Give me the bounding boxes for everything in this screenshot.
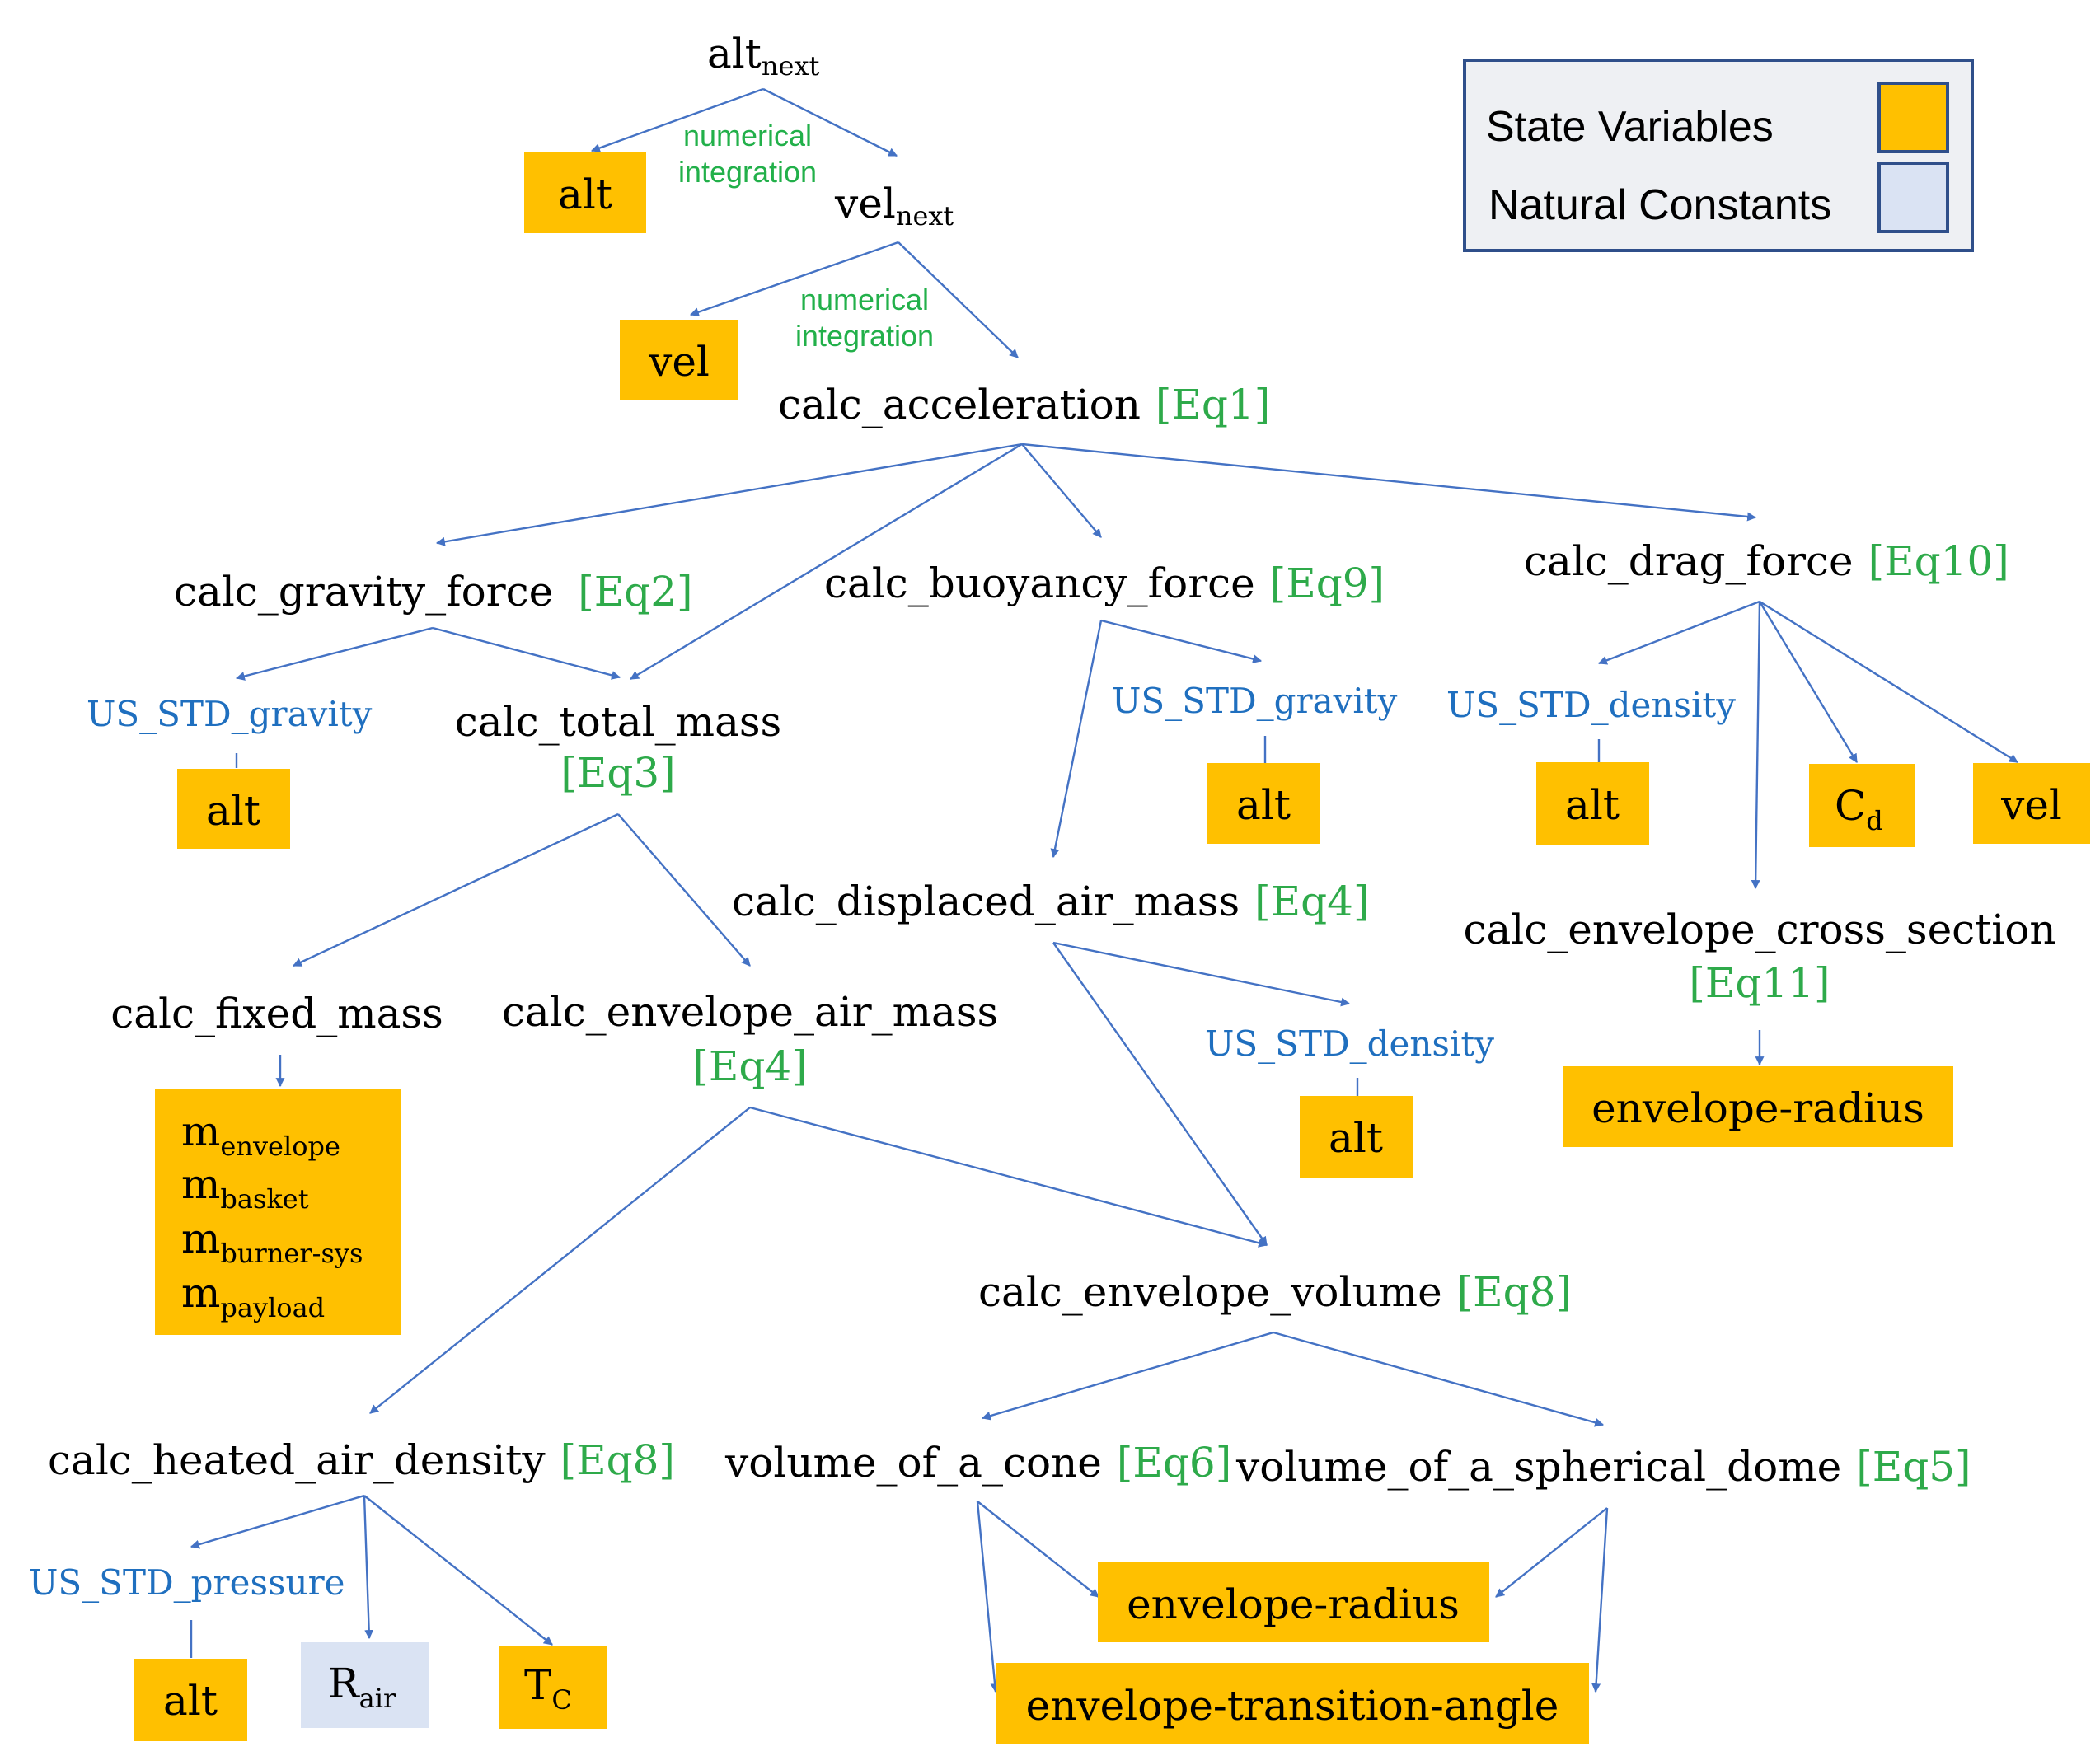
alt-drag-box: [1536, 762, 1649, 845]
alt-gravity-box: [177, 769, 290, 849]
edge-acceleration-totalmass: [630, 443, 1023, 681]
envelope-radius-label-2: envelope-radius: [1127, 1580, 1460, 1628]
edge-envelopevolume-dome: [1273, 1331, 1605, 1427]
envelope-radius-box-1: [1563, 1066, 1953, 1147]
edge-heateddensity-usstdpressure: [190, 1494, 365, 1549]
alt-displaced-box: [1300, 1096, 1413, 1178]
r-air-label: Rair: [328, 1660, 396, 1714]
calc-drag-force-node: calc_drag_force[Eq10]: [1524, 537, 2009, 585]
vel-drag-label: vel: [2000, 781, 2062, 829]
edge-drag-cd: [1758, 601, 1859, 763]
alt-buoyancy-box: [1207, 763, 1320, 844]
calc-gravity-force-node: calc_gravity_force[Eq2]: [174, 568, 693, 616]
vel-state-label: vel: [648, 338, 710, 386]
calc-buoyancy-force-node: calc_buoyancy_force[Eq9]: [824, 560, 1385, 607]
envelope-radius-box-2: [1098, 1562, 1489, 1642]
alt-buoyancy-label: alt: [1236, 781, 1291, 829]
edge-totalmass-fixedmass: [293, 812, 619, 967]
m-payload-label: mpayload: [181, 1269, 325, 1323]
envelope-transition-angle-label: envelope-transition-angle: [1026, 1682, 1559, 1730]
alt-state-label: alt: [558, 171, 612, 218]
fixed-mass-box: [155, 1089, 401, 1335]
calc-heated-air-density-node: calc_heated_air_density[Eq8]: [48, 1436, 675, 1484]
edge-acceleration-gravity: [435, 443, 1023, 546]
edge-buoyancy-usstdgravity: [1100, 619, 1263, 663]
calc-envelope-volume-node: calc_envelope_volume[Eq8]: [978, 1268, 1572, 1316]
legend-constant-label: Natural Constants: [1488, 181, 1831, 229]
edge-buoyancy-displaced: [1050, 620, 1103, 859]
edge-altnext-velnext: [762, 87, 898, 157]
us-std-density-constant-2: US_STD_density: [1205, 1023, 1494, 1064]
vel-next-label: velnext: [834, 180, 954, 232]
us-std-density-constant-1: US_STD_density: [1446, 685, 1736, 725]
calc-acceleration-node: calc_acceleration[Eq1]: [778, 381, 1270, 428]
cd-state-label: Cd: [1835, 782, 1883, 836]
us-std-pressure-constant: US_STD_pressure: [29, 1562, 345, 1603]
edge-cone-transition: [976, 1501, 1000, 1693]
edge-drag-vel: [1759, 600, 2018, 764]
t-c-state-box: [499, 1646, 607, 1729]
legend-constant-swatch: [1877, 162, 1949, 233]
alt-gravity-label: alt: [206, 787, 260, 835]
calc-envelope-cross-section-eq: [Eq11]: [1689, 959, 1830, 1007]
envelope-radius-label-1: envelope-radius: [1591, 1084, 1924, 1132]
envelope-transition-angle-box: [996, 1663, 1589, 1744]
edge-acceleration-drag: [1021, 443, 1757, 522]
vel-state-box: [620, 320, 738, 400]
edge-gravity-usstdgravity: [235, 626, 434, 681]
edge-dome-radius: [1495, 1507, 1608, 1598]
calc-envelope-air-mass-eq: [Eq4]: [692, 1042, 807, 1090]
edge-velnext-vel: [689, 241, 899, 316]
alt-drag-label: alt: [1565, 781, 1620, 829]
m-basket-label: mbasket: [181, 1160, 309, 1215]
alt-displaced-label: alt: [1329, 1114, 1383, 1162]
t-c-label: TC: [524, 1661, 572, 1716]
m-envelope-label: menvelope: [181, 1107, 340, 1162]
alt-state-box: [524, 152, 646, 233]
edge-heateddensity-tc: [363, 1495, 553, 1646]
calc-fixed-mass-node: calc_fixed_mass: [110, 990, 443, 1037]
alt-pressure-box: [134, 1659, 247, 1741]
calc-envelope-cross-section-node: calc_envelope_cross_section: [1463, 906, 2055, 953]
edge-envelopeairmass-envelopevolume: [749, 1106, 1268, 1248]
edge-dome-transition: [1591, 1507, 1609, 1693]
vel-drag-box: [1973, 763, 2090, 844]
edge-acceleration-buoyancy: [1021, 443, 1102, 538]
edge-altnext-alt: [590, 87, 764, 152]
volume-of-a-cone-node: volume_of_a_cone[Eq6]: [724, 1439, 1231, 1487]
legend-state-swatch: [1877, 82, 1949, 153]
edge-displaced-usstddensity: [1052, 941, 1351, 1007]
calc-total-mass-eq: [Eq3]: [560, 749, 675, 797]
edge-totalmass-envelopeairmass: [617, 813, 751, 967]
edge-velnext-acceleration: [898, 241, 1019, 358]
r-air-constant-box: [301, 1642, 429, 1728]
edge-drag-usstddensity: [1597, 600, 1760, 665]
calc-envelope-air-mass-node: calc_envelope_air_mass: [502, 988, 998, 1036]
calc-total-mass-node: calc_total_mass: [455, 698, 781, 746]
edge-envelopeairmass-heateddensity: [369, 1107, 751, 1414]
calc-displaced-air-mass-node: calc_displaced_air_mass[Eq4]: [732, 878, 1369, 925]
us-std-gravity-constant-1: US_STD_gravity: [87, 694, 373, 734]
us-std-gravity-constant-2: US_STD_gravity: [1112, 681, 1398, 721]
legend: State Variables Natural Constants: [1463, 59, 1974, 252]
edge-envelopevolume-cone: [981, 1331, 1274, 1421]
edge-cone-radius: [977, 1501, 1099, 1598]
volume-of-a-spherical-dome-node: volume_of_a_spherical_dome[Eq5]: [1235, 1443, 1971, 1491]
edge-gravity-totalmass: [432, 626, 621, 680]
edge-drag-crosssection: [1751, 601, 1761, 890]
alt-next-label: altnext: [707, 30, 820, 82]
edge-heateddensity-rair: [363, 1495, 374, 1640]
edges: [190, 87, 2018, 1693]
edge-displaced-envelopevolume: [1052, 942, 1268, 1246]
alt-pressure-label: alt: [163, 1677, 218, 1725]
legend-state-label: State Variables: [1486, 103, 1774, 151]
m-burner-sys-label: mburner-sys: [181, 1215, 363, 1269]
cd-state-box: [1809, 764, 1915, 847]
